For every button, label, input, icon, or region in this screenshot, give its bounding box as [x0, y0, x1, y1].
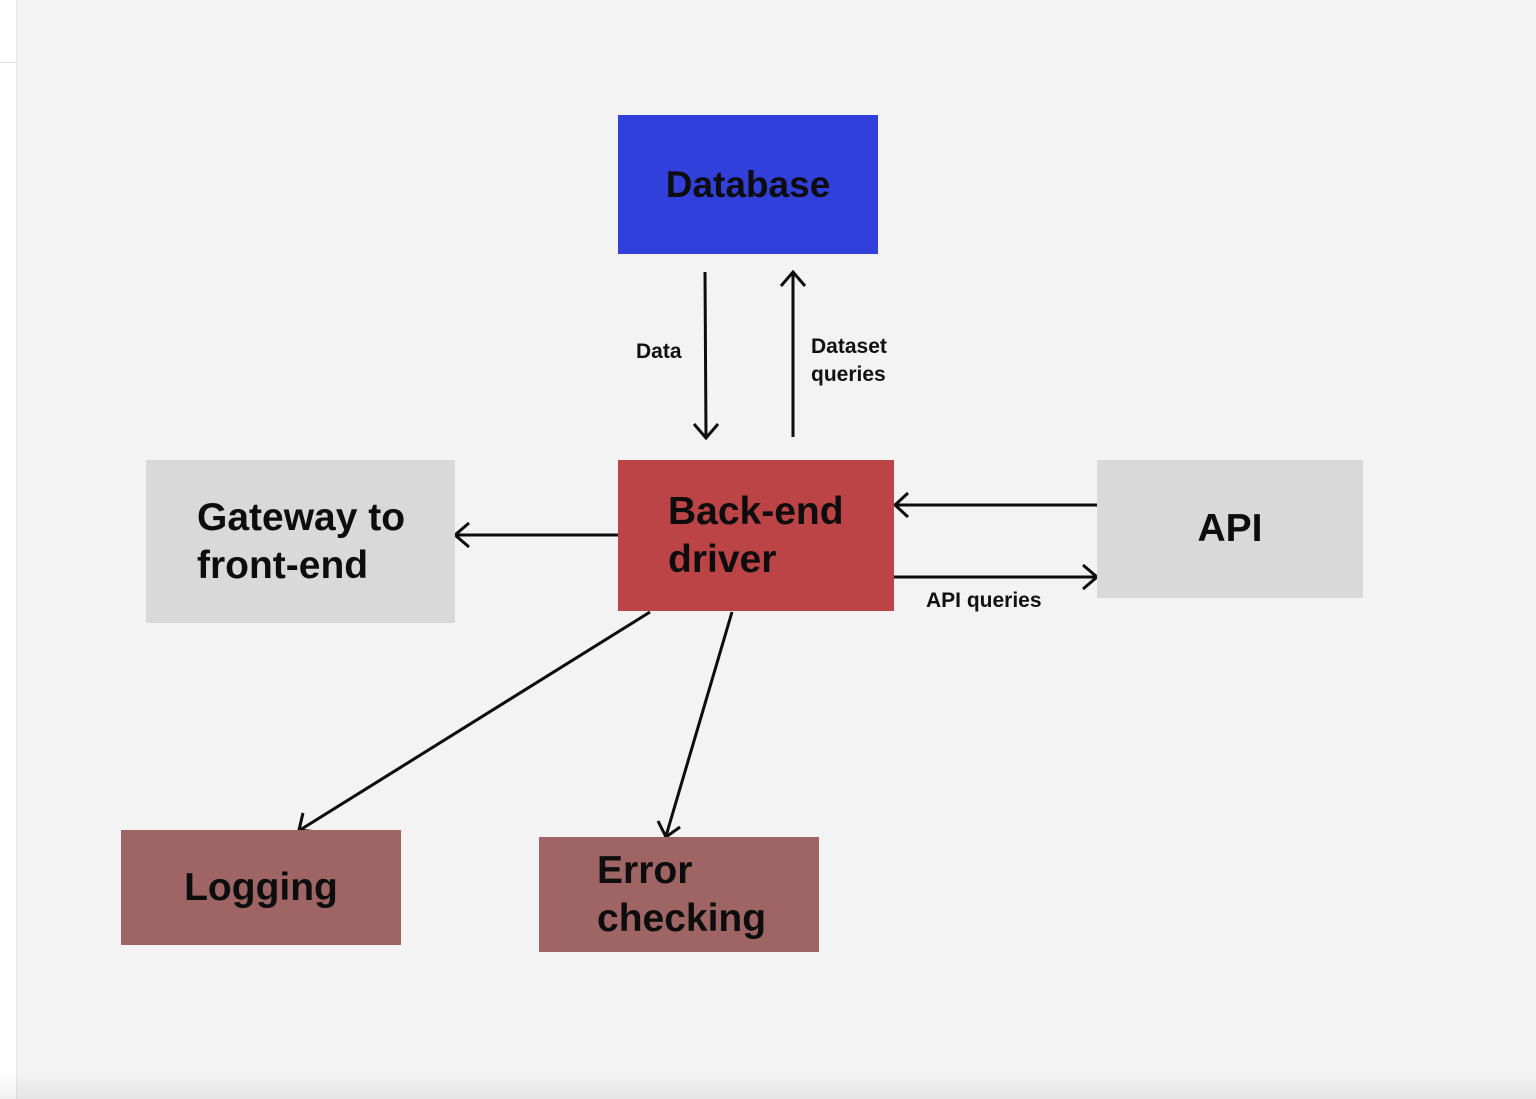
edge-driver-to-gateway [452, 521, 618, 549]
gateway-label: Gateway to front-end [197, 495, 406, 587]
database-label: Database [665, 163, 831, 205]
edge-label-data: Data [636, 340, 682, 363]
edge-label-api-queries: API queries [926, 589, 1042, 612]
arrowhead [892, 491, 910, 519]
arrowhead [452, 521, 470, 549]
backend-driver-node[interactable]: Back-end driver [618, 460, 894, 611]
logging-label: Logging [184, 865, 338, 909]
edge-api-to-driver [892, 491, 1097, 519]
api-label: API [1197, 507, 1263, 551]
error-checking-node[interactable]: Error checking [539, 837, 819, 952]
gateway-node[interactable]: Gateway to front-end [146, 460, 455, 623]
arrowhead [779, 269, 807, 287]
edge-driver-to-logging [297, 610, 651, 834]
edge-driver-to-error [656, 611, 734, 840]
logging-node[interactable]: Logging [121, 830, 401, 945]
edge-line [664, 611, 734, 837]
api-node[interactable]: API [1097, 460, 1363, 598]
panel-divider [0, 62, 16, 63]
bottom-shade [0, 1071, 1536, 1099]
error-checking-label: Error checking [597, 848, 767, 940]
arrowhead [692, 423, 720, 441]
backend-driver-label: Back-end driver [668, 489, 844, 581]
left-side-panel [0, 0, 17, 1099]
edge-line [703, 271, 708, 438]
edge-driver-to-database [779, 269, 807, 437]
edge-database-to-driver [692, 271, 720, 441]
database-node[interactable]: Database [618, 115, 878, 254]
edge-label-dataset-queries: Dataset queries [811, 335, 887, 386]
edge-line [299, 610, 651, 832]
edge-driver-to-api [894, 563, 1100, 591]
